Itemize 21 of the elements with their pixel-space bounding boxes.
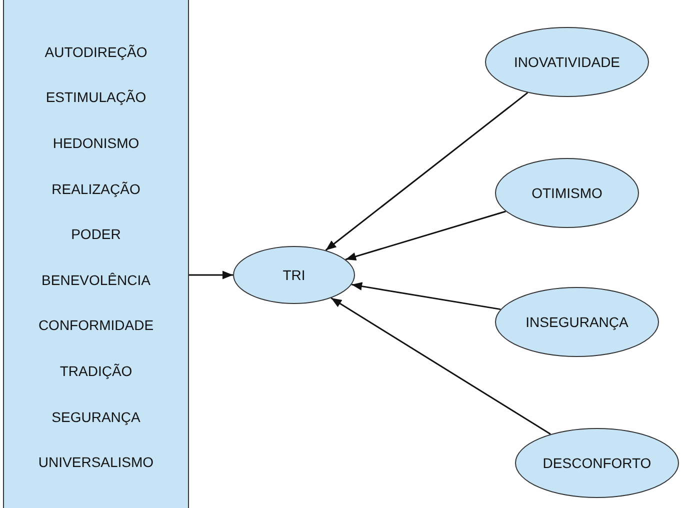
node-label: SEGURANÇA (52, 408, 140, 425)
arrow (189, 270, 233, 280)
node-label: CONFORMIDADE (38, 317, 154, 334)
arrow (351, 282, 501, 310)
node-label: REALIZAÇÃO (52, 180, 140, 197)
node-label: INSEGURANÇA (526, 314, 628, 330)
node-label: AUTODIREÇÃO (44, 44, 148, 60)
node-label: BENEVOLÊNCIA (42, 272, 150, 288)
node-label: OTIMISMO (532, 185, 602, 201)
arrow (345, 210, 506, 260)
node-label: TRADIÇÃO (60, 362, 132, 379)
node-label: HEDONISMO (52, 134, 140, 151)
node-label: UNIVERSALISMO (38, 454, 154, 470)
node-label: INOVATIVIDADE (514, 54, 620, 70)
list-box (3, 0, 189, 508)
node-label: DESCONFORTO (542, 455, 652, 471)
node-label: TRI (282, 267, 306, 283)
node-label: PODER (71, 226, 121, 242)
ellipse-node (233, 246, 355, 304)
node-label: ESTIMULAÇÃO (46, 89, 146, 106)
arrow (325, 92, 528, 251)
